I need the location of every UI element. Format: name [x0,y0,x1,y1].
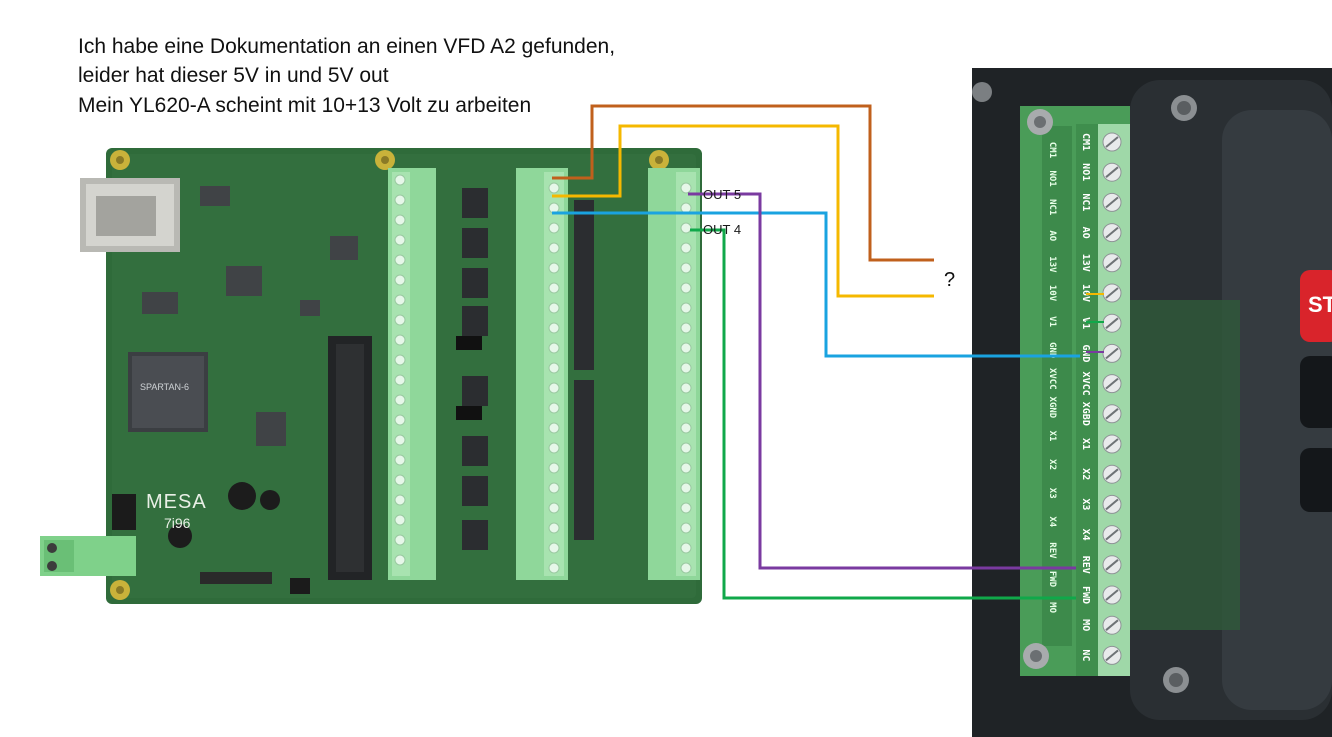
vfd-terminal-label-outer: AO [1080,227,1091,239]
vfd-terminal-label-outer: CM1 [1080,133,1091,151]
vfd-terminal-label-inner: 10V [1047,285,1057,302]
driver-ic-column [462,188,594,550]
vfd-terminal-label-outer: X2 [1080,468,1091,480]
power-connector [40,536,136,576]
note-line-2: leider hat dieser 5V in und 5V out [78,64,389,87]
fpga-chip: SPARTAN-6 [128,352,208,432]
ethernet-port [80,178,180,252]
idc-header [328,336,372,580]
question-mark: ? [944,269,955,291]
vfd-terminal-label-inner: FWD [1047,571,1057,588]
vfd-terminal-label-outer: REV [1080,556,1091,574]
wire-purple [688,192,1076,570]
vfd-terminal-label-outer: NO1 [1080,163,1091,181]
vfd-terminal-label-inner: X4 [1047,516,1057,527]
vfd-terminal-label-outer: 13V [1080,254,1091,272]
stop-button-label: STO [1308,292,1332,317]
wire-green [690,228,1076,600]
wire-yellow [552,124,934,298]
vfd-terminal-label-outer: NC [1080,649,1091,661]
vfd-terminal-label-inner: X3 [1047,488,1057,499]
vfd-terminal-label-inner: V1 [1047,316,1057,327]
vfd-terminal-label-outer: X1 [1080,438,1091,450]
mesa-model: 7i96 [164,515,191,531]
terminal-block-3 [648,168,700,580]
vfd-terminal-label-inner: AO [1047,230,1057,241]
vfd-keypad: STO [1300,270,1332,512]
vfd-terminal-label-outer: GND [1080,344,1091,362]
vfd-terminal-label-outer: 10V [1080,284,1091,302]
vfd-terminal-label-inner: 13V [1047,256,1057,273]
vfd-terminal-label-inner: X2 [1047,459,1057,470]
mesa-board: SPARTAN-6 [40,148,702,604]
vfd-terminal-label-outer: FWD [1080,586,1091,604]
vfd-terminal-label-inner: XVCC [1047,368,1057,390]
vfd-terminal-label-outer: X3 [1080,498,1091,510]
vfd-terminal-label-inner: MO [1047,602,1057,613]
note-line-3: Mein YL620-A scheint mit 10+13 Volt zu a… [78,94,532,117]
out4-label: OUT 4 [703,222,741,237]
vfd-terminal-label-inner: X1 [1047,431,1057,442]
vfd-terminal-label-inner: GND [1047,342,1057,359]
vfd-terminal-label-inner: NC1 [1047,199,1057,215]
vfd-terminal-label-outer: V1 [1080,317,1091,329]
terminal-block-2 [516,168,568,580]
terminal-block-1 [388,168,436,580]
note-line-1: Ich habe eine Dokumentation an einen VFD… [78,35,616,58]
wire-blue [552,211,1080,358]
wire-brown [552,104,934,262]
vfd-terminal-label-outer: NC1 [1080,193,1091,211]
vfd-terminal-label-inner: NO1 [1047,170,1057,186]
wires [552,104,1104,600]
vfd-terminal-label-inner: REV [1047,542,1057,559]
out5-label: OUT 5 [703,187,741,202]
chip-label: SPARTAN-6 [140,382,189,392]
vfd-terminal-label-outer: XVCC [1080,372,1091,396]
vfd-terminal-label-outer: XGBD [1080,402,1091,426]
mesa-logo: MESA [146,491,207,513]
vfd-terminal-label-inner: CM1 [1047,142,1057,158]
vfd-terminal-label-outer: X4 [1080,529,1091,541]
vfd-terminal-label-outer: MO [1080,619,1091,631]
terminal-screws [394,174,692,574]
vfd-terminal-label-inner: XGND [1047,397,1057,419]
vfd-terminal-screws [1102,132,1122,665]
